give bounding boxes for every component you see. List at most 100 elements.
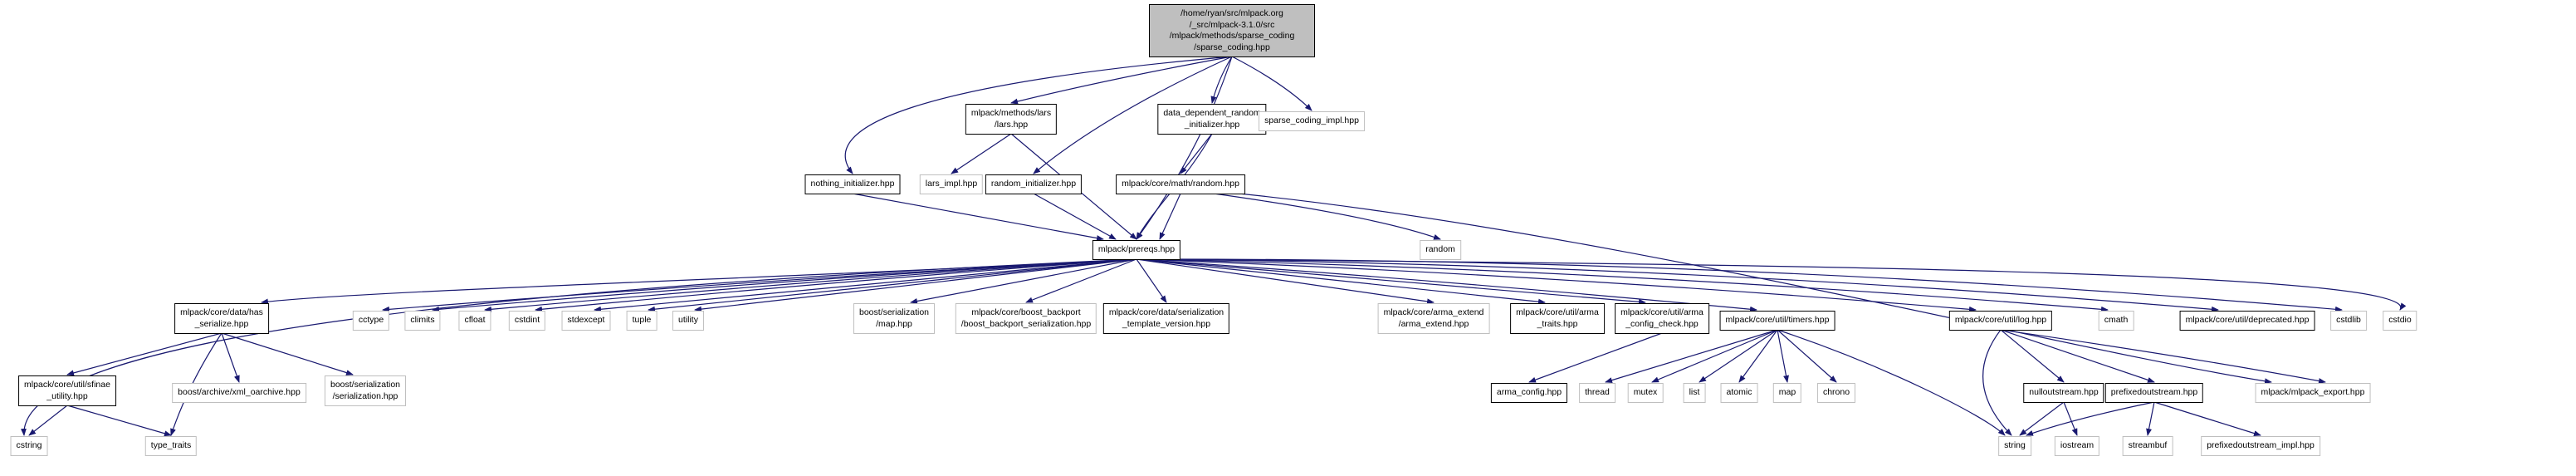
- include-edge-lars-to-larsimpl: [951, 133, 1012, 174]
- include-edge-mathrandom-to-mlpack_export: [1238, 193, 2272, 385]
- graph-node-has-serialize[interactable]: mlpack/core/data/has_serialize.hpp: [174, 303, 269, 334]
- graph-node-armaconfig[interactable]: arma_config.hpp: [1490, 383, 1568, 403]
- graph-node-label-line: /serialization.hpp: [332, 390, 398, 401]
- include-edge-prereqs-to-timers: [1136, 258, 1757, 312]
- graph-node-label-line: lars_impl.hpp: [925, 179, 978, 189]
- graph-node-nullout[interactable]: nulloutstream.hpp: [2023, 383, 2104, 403]
- graph-node-stv[interactable]: mlpack/core/data/serialization_template_…: [1102, 303, 1230, 334]
- graph-node-root: /home/ryan/src/mlpack.org/_src/mlpack-3.…: [1149, 4, 1315, 57]
- graph-node-log[interactable]: mlpack/core/util/log.hpp: [1948, 311, 2053, 331]
- graph-node-lars[interactable]: mlpack/methods/lars/lars.hpp: [965, 104, 1058, 135]
- graph-node-configcheck[interactable]: mlpack/core/util/arma_config_check.hpp: [1615, 303, 1709, 334]
- graph-node-label-line: _initializer.hpp: [1184, 119, 1240, 130]
- graph-node-stdexcept: stdexcept: [561, 311, 611, 331]
- include-edge-configcheck-to-armaconfig: [1528, 332, 1663, 383]
- graph-node-label-line: mlpack/core/util/timers.hpp: [1725, 315, 1830, 325]
- graph-node-deprecated[interactable]: mlpack/core/util/deprecated.hpp: [2179, 311, 2315, 331]
- graph-node-label-line: mlpack/core/data/serialization: [1108, 307, 1224, 317]
- graph-node-boostmap: boost/serialization/map.hpp: [853, 303, 936, 334]
- include-edge-prefixedout-to-poimpl: [2153, 401, 2261, 436]
- graph-node-label-line: nulloutstream.hpp: [2029, 387, 2099, 397]
- graph-node-map: map: [1772, 383, 1802, 403]
- graph-node-label-line: mlpack/mlpack_export.hpp: [2261, 387, 2365, 397]
- include-edge-root-to-prereqs: [1136, 56, 1233, 240]
- graph-node-label-line: _config_check.hpp: [1625, 318, 1699, 329]
- graph-node-utility: utility: [672, 311, 704, 331]
- graph-node-iostream: iostream: [2054, 436, 2100, 456]
- graph-node-armaext: mlpack/core/arma_extend/arma_extend.hpp: [1377, 303, 1490, 334]
- graph-node-nothing[interactable]: nothing_initializer.hpp: [804, 174, 901, 194]
- include-edge-root-to-lars: [1010, 56, 1233, 105]
- include-edge-prereqs-to-utility: [694, 258, 1137, 312]
- graph-node-timers[interactable]: mlpack/core/util/timers.hpp: [1719, 311, 1835, 331]
- include-edge-prereqs-to-tuple: [648, 258, 1137, 312]
- include-edge-has_serialize-to-xml_oarchive: [221, 332, 240, 383]
- graph-node-list: list: [1683, 383, 1706, 403]
- graph-node-label-line: arma_config.hpp: [1496, 387, 1562, 397]
- include-edge-nullout-to-string: [2019, 401, 2065, 436]
- graph-node-larsimpl: lars_impl.hpp: [919, 174, 984, 194]
- graph-node-sci: sparse_coding_impl.hpp: [1259, 111, 1365, 131]
- graph-node-label-line: chrono: [1822, 387, 1850, 397]
- include-edge-nothing-to-prereqs: [852, 193, 1104, 242]
- graph-node-sfinae[interactable]: mlpack/core/util/sfinae_utility.hpp: [18, 375, 116, 406]
- graph-node-label-line: boost/archive/xml_oarchive.hpp: [178, 387, 301, 397]
- graph-node-climits: climits: [404, 311, 441, 331]
- graph-node-label-line: cmath: [2104, 315, 2129, 325]
- include-edge-prereqs-to-deprecated: [1136, 258, 2219, 312]
- graph-node-tuple: tuple: [626, 311, 657, 331]
- graph-node-prereqs[interactable]: mlpack/prereqs.hpp: [1092, 240, 1181, 260]
- graph-node-label-line: _serialize.hpp: [194, 318, 249, 329]
- graph-node-prefixedout[interactable]: prefixedoutstream.hpp: [2104, 383, 2204, 403]
- graph-node-label-line: mlpack/core/util/deprecated.hpp: [2185, 315, 2310, 325]
- graph-node-label-line: mlpack/core/util/log.hpp: [1954, 315, 2047, 325]
- include-edge-prereqs-to-armaext: [1136, 258, 1435, 305]
- graph-node-label-line: mlpack/core/util/arma: [1516, 307, 1599, 317]
- graph-node-label-line: climits: [410, 315, 435, 325]
- graph-node-label-line: random_initializer.hpp: [990, 179, 1077, 189]
- graph-node-label-line: sparse_coding_impl.hpp: [1264, 115, 1359, 125]
- graph-node-label-line: cstring: [16, 440, 42, 450]
- graph-node-label-line: stdexcept: [567, 315, 605, 325]
- graph-node-armatraits[interactable]: mlpack/core/util/arma_traits.hpp: [1510, 303, 1605, 334]
- include-edge-log-to-string: [1982, 329, 2012, 436]
- graph-node-label-line: map: [1778, 387, 1796, 397]
- graph-node-label-line: /map.hpp: [876, 318, 912, 329]
- graph-node-mathrandom[interactable]: mlpack/core/math/random.hpp: [1116, 174, 1245, 194]
- graph-node-label-line: mlpack/methods/lars: [970, 108, 1052, 118]
- include-edge-prereqs-to-armatraits: [1136, 258, 1546, 305]
- graph-node-label-line: mlpack/core/util/arma: [1620, 307, 1703, 317]
- include-edge-prereqs-to-cfloat: [484, 258, 1137, 312]
- graph-node-label-line: /lars.hpp: [994, 119, 1029, 130]
- include-edge-prereqs-to-cstdint: [535, 258, 1137, 312]
- graph-node-label-line: /sparse_coding.hpp: [1194, 42, 1270, 52]
- graph-node-ddri[interactable]: data_dependent_random_initializer.hpp: [1157, 104, 1267, 135]
- graph-node-randinit[interactable]: random_initializer.hpp: [985, 174, 1083, 194]
- graph-node-label-line: /home/ryan/src/mlpack.org: [1180, 8, 1283, 18]
- graph-node-type-traits: type_traits: [144, 436, 198, 456]
- include-edge-has_serialize-to-boostserial: [221, 332, 354, 375]
- graph-node-cstring: cstring: [10, 436, 48, 456]
- graph-node-label-line: list: [1689, 387, 1700, 397]
- graph-node-random: random: [1420, 240, 1461, 260]
- include-edge-root-to-sci: [1231, 56, 1312, 111]
- include-edge-mathrandom-to-prereqs: [1159, 193, 1181, 240]
- graph-node-label-line: cfloat: [464, 315, 486, 325]
- graph-node-label-line: tuple: [632, 315, 652, 325]
- include-edge-prereqs-to-stdexcept: [594, 258, 1137, 312]
- include-edge-prereqs-to-log: [1136, 258, 1977, 312]
- include-edge-timers-to-chrono: [1777, 329, 1837, 383]
- graph-node-label-line: streambuf: [2128, 440, 2168, 450]
- include-edge-log-to-prefixedout: [2000, 329, 2155, 383]
- graph-node-label-line: cstdint: [514, 315, 540, 325]
- graph-node-label-line: boost/serialization: [858, 307, 930, 317]
- graph-node-boostserial: boost/serialization/serialization.hpp: [324, 375, 407, 406]
- graph-node-cstdlib: cstdlib: [2330, 311, 2367, 331]
- graph-node-cstdio: cstdio: [2383, 311, 2417, 331]
- graph-node-label-line: prefixedoutstream_impl.hpp: [2207, 440, 2314, 450]
- graph-node-label-line: /arma_extend.hpp: [1398, 318, 1469, 329]
- graph-node-string: string: [1998, 436, 2031, 456]
- graph-node-label-line: string: [2004, 440, 2026, 450]
- graph-node-label-line: mlpack/core/boost_backport: [971, 307, 1081, 317]
